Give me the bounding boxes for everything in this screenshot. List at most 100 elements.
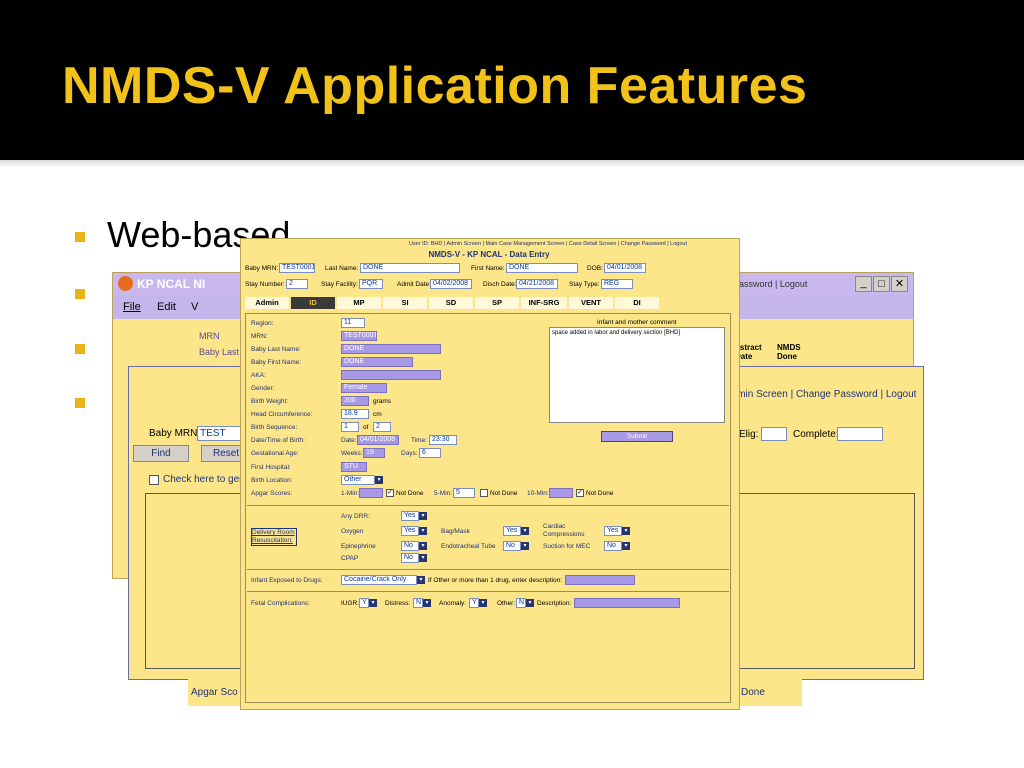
tab-vent[interactable]: VENT — [569, 297, 613, 309]
chevron-down-icon[interactable]: ▾ — [479, 599, 487, 607]
tab-inf-srg[interactable]: INF-SRG — [521, 297, 567, 309]
tab-si[interactable]: SI — [383, 297, 427, 309]
header-links[interactable]: lmin Screen | Change Password | Logout — [735, 389, 917, 400]
baby-mrn-input[interactable]: TEST — [197, 426, 243, 441]
header-links[interactable]: assword | Logout — [739, 279, 808, 289]
chevron-down-icon[interactable]: ▾ — [419, 554, 427, 562]
baby-mrn-label: Baby MRN: — [245, 265, 279, 272]
oxygen-select[interactable]: Yes — [401, 526, 419, 536]
apgar-1min-field[interactable] — [359, 488, 383, 498]
birth-sequence-field[interactable]: 1 — [341, 422, 359, 432]
baby-first-name-label: Baby First Name: — [251, 359, 302, 366]
cardiac-compressions-select[interactable]: Yes — [604, 526, 622, 536]
chevron-down-icon[interactable]: ▾ — [419, 512, 427, 520]
birth-weight-field[interactable]: 200 — [341, 396, 369, 406]
submit-button[interactable]: Submit — [601, 431, 673, 442]
last-name-field[interactable]: DONE — [360, 263, 460, 273]
birth-location-select[interactable]: Other — [341, 475, 375, 485]
chevron-down-icon[interactable]: ▾ — [369, 599, 377, 607]
tab-di[interactable]: DI — [615, 297, 659, 309]
tab-id[interactable]: ID — [291, 297, 335, 309]
disch-date-field[interactable]: 04/21/2008 — [516, 279, 558, 289]
complete-select[interactable] — [837, 427, 883, 441]
aka-field[interactable] — [341, 370, 441, 380]
days-field[interactable]: 6 — [419, 448, 441, 458]
birth-date-field[interactable]: 04/01/2008 — [357, 435, 399, 445]
region-label: Region: — [251, 320, 274, 327]
maximize-button[interactable]: □ — [873, 276, 890, 292]
generate-checkbox[interactable] — [149, 475, 159, 485]
done-strip: Done — [738, 678, 802, 706]
elig-label: Elig: — [739, 429, 759, 440]
description-label: Description: — [537, 600, 572, 607]
baby-last-name-field[interactable]: DONE — [341, 344, 441, 354]
apgar-1min-label: 1-Min: — [341, 490, 360, 497]
iugr-select[interactable]: Y — [359, 598, 369, 608]
mrn-field[interactable]: TEST0001 — [341, 331, 377, 341]
birth-sequence-label: Birth Sequence: — [251, 424, 298, 431]
baby-first-name-field[interactable]: DONE — [341, 357, 413, 367]
days-label: Days: — [401, 450, 418, 457]
baby-mrn-field[interactable]: TEST0001 — [279, 263, 315, 273]
cpap-select[interactable]: No — [401, 553, 419, 563]
header-links[interactable]: User ID: BHD | Admin Screen | Main Case … — [409, 241, 687, 247]
chevron-down-icon[interactable]: ▾ — [526, 599, 534, 607]
chevron-down-icon[interactable]: ▾ — [622, 527, 630, 535]
menu-view[interactable]: V — [191, 301, 199, 313]
tab-mp[interactable]: MP — [337, 297, 381, 309]
apgar-5min-label: 5-Min: — [434, 490, 453, 497]
any-drr-select[interactable]: Yes — [401, 511, 419, 521]
endotracheal-tube-select[interactable]: No — [503, 541, 521, 551]
not-done-label: Not Done — [396, 490, 424, 497]
birth-sequence-total[interactable]: 2 — [373, 422, 391, 432]
suction-mec-select[interactable]: No — [604, 541, 622, 551]
gender-select[interactable]: Female — [341, 383, 387, 393]
other-select[interactable]: N — [516, 598, 526, 608]
first-hospital-field[interactable]: STU — [341, 462, 367, 472]
chevron-down-icon[interactable]: ▾ — [419, 542, 427, 550]
apgar-5min-not-done-checkbox[interactable] — [480, 489, 488, 497]
apgar-5min-field[interactable]: 5 — [453, 488, 475, 498]
chevron-down-icon[interactable]: ▾ — [417, 576, 425, 584]
distress-select[interactable]: N — [413, 598, 423, 608]
weeks-field[interactable]: 19 — [363, 448, 385, 458]
menu-file[interactable]: File — [123, 301, 141, 313]
elig-select[interactable] — [761, 427, 787, 441]
head-circumference-field[interactable]: 18.9 — [341, 409, 369, 419]
complete-label: Complete: — [793, 429, 839, 440]
tab-sp[interactable]: SP — [475, 297, 519, 309]
stay-type-field[interactable]: REG — [601, 279, 633, 289]
chevron-down-icon[interactable]: ▾ — [375, 476, 383, 484]
bullet-marker — [75, 398, 85, 408]
apgar-10min-not-done-checkbox[interactable]: ✓ — [576, 489, 584, 497]
minimize-button[interactable]: _ — [855, 276, 872, 292]
drugs-select[interactable]: Cocaine/Crack Only — [341, 575, 417, 585]
birth-time-field[interactable]: 23:30 — [429, 435, 457, 445]
drugs-description-field[interactable] — [565, 575, 635, 585]
first-name-field[interactable]: DONE — [506, 263, 578, 273]
chevron-down-icon[interactable]: ▾ — [521, 527, 529, 535]
chevron-down-icon[interactable]: ▾ — [419, 527, 427, 535]
comment-textarea[interactable]: space added in labor and delivery sectio… — [549, 327, 725, 423]
close-button[interactable]: ✕ — [891, 276, 908, 292]
bag-mask-select[interactable]: Yes — [503, 526, 521, 536]
epinephrine-select[interactable]: No — [401, 541, 419, 551]
admit-date-field[interactable]: 04/02/2008 — [430, 279, 472, 289]
menu-edit[interactable]: Edit — [157, 301, 176, 313]
generate-checkbox-label: Check here to gen — [163, 474, 245, 485]
chevron-down-icon[interactable]: ▾ — [622, 542, 630, 550]
find-button[interactable]: Find — [133, 445, 189, 462]
stay-number-field[interactable]: 2 — [286, 279, 308, 289]
chevron-down-icon[interactable]: ▾ — [423, 599, 431, 607]
dob-field[interactable]: 04/01/2008 — [604, 263, 646, 273]
section-divider — [247, 505, 729, 506]
stay-facility-field[interactable]: PQR — [359, 279, 383, 289]
description-field[interactable] — [574, 598, 680, 608]
apgar-1min-not-done-checkbox[interactable]: ✓ — [386, 489, 394, 497]
anomaly-select[interactable]: Y — [469, 598, 479, 608]
tab-admin[interactable]: Admin — [245, 297, 289, 309]
apgar-10min-field[interactable] — [549, 488, 573, 498]
region-field[interactable]: 11 — [341, 318, 365, 328]
tab-sd[interactable]: SD — [429, 297, 473, 309]
chevron-down-icon[interactable]: ▾ — [521, 542, 529, 550]
